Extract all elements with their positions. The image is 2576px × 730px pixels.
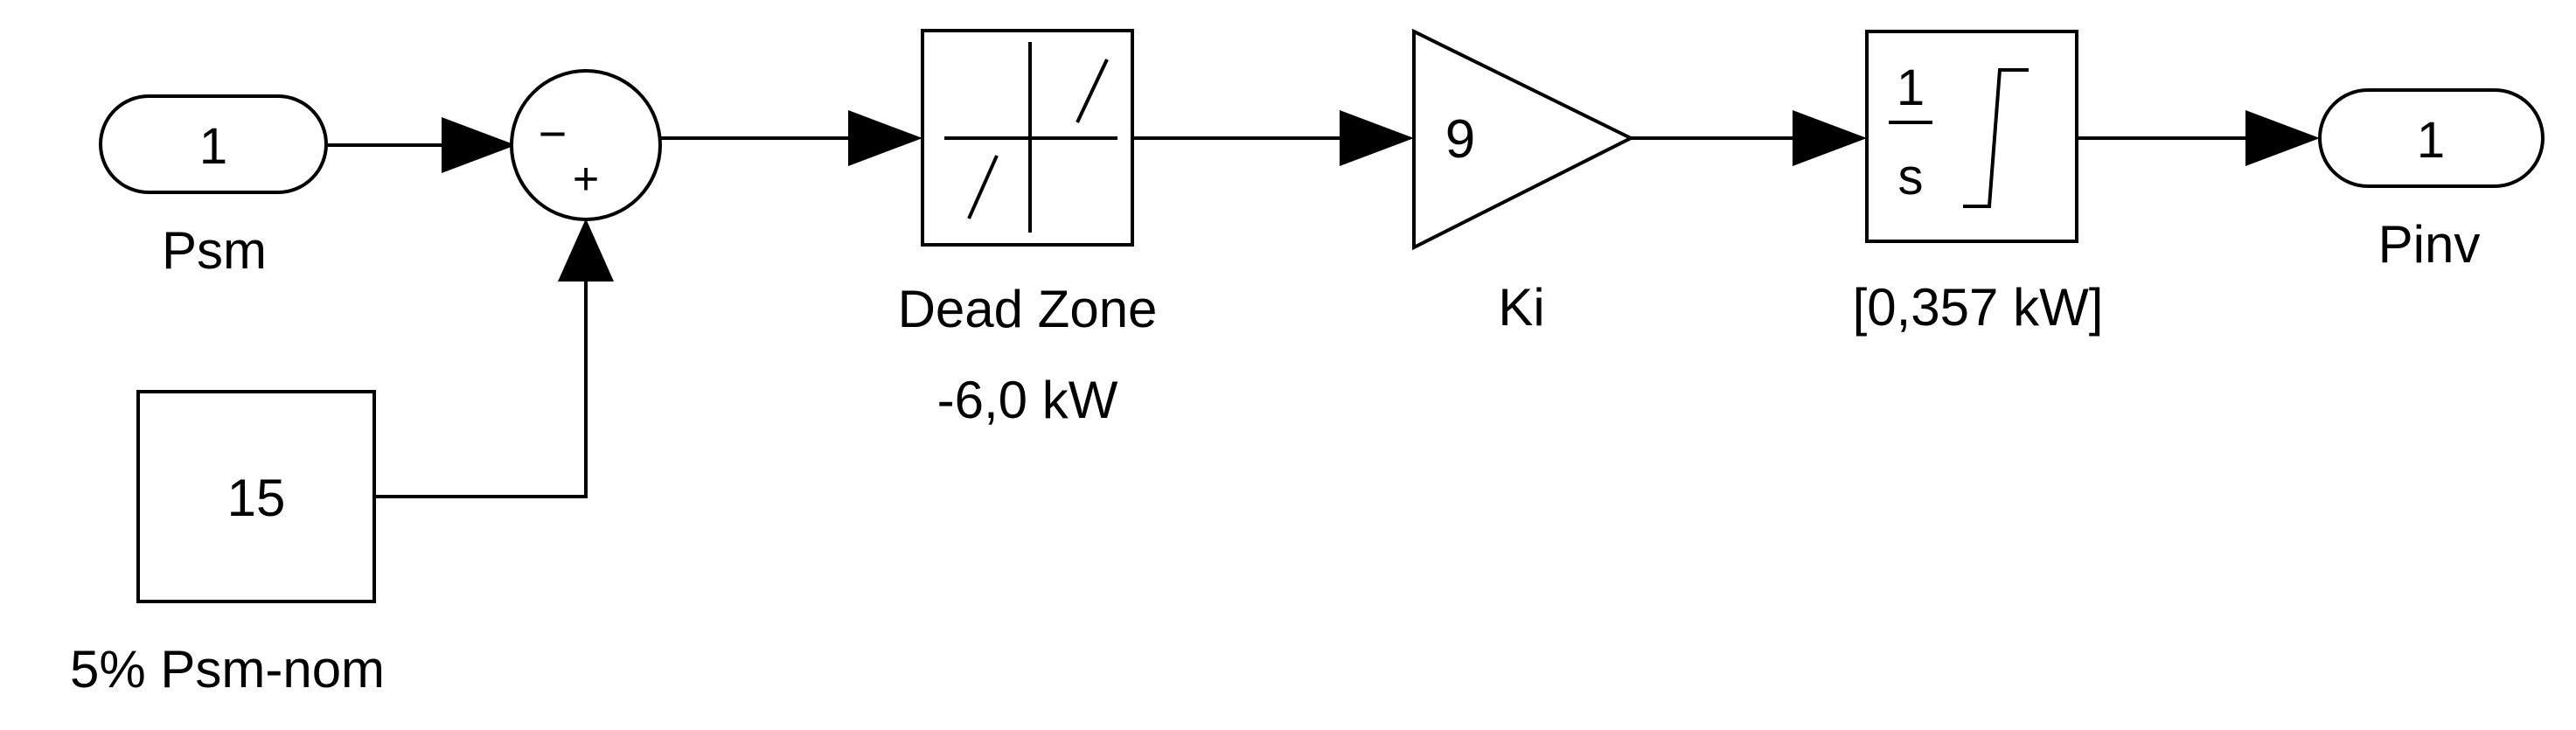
dead-zone-label-line2: -6,0 kW bbox=[937, 371, 1118, 429]
wire-constant-to-sum bbox=[374, 278, 588, 498]
outport-number: 1 bbox=[2417, 112, 2445, 169]
inport-label: Psm bbox=[162, 221, 267, 280]
constant-value: 15 bbox=[227, 469, 286, 527]
integrator-numerator: 1 bbox=[1897, 59, 1925, 116]
inport-block[interactable]: 1 bbox=[99, 94, 328, 194]
arrow-into-sum-left bbox=[442, 117, 516, 173]
arrow-into-outport bbox=[2245, 110, 2320, 166]
inport-number: 1 bbox=[199, 118, 227, 175]
sum-minus-sign: − bbox=[539, 106, 567, 161]
gain-label: Ki bbox=[1498, 278, 1544, 337]
signal-lines bbox=[325, 136, 2252, 498]
integrator-denominator: s bbox=[1898, 149, 1924, 205]
outport-block[interactable]: 1 bbox=[2318, 88, 2545, 188]
arrow-into-gain bbox=[1340, 110, 1414, 166]
dead-zone-label-line1: Dead Zone bbox=[898, 280, 1158, 338]
dead-zone-block[interactable] bbox=[921, 29, 1134, 247]
sum-plus-sign: + bbox=[573, 154, 599, 205]
gain-block[interactable]: 9 bbox=[1412, 28, 1635, 251]
gain-value: 9 bbox=[1445, 109, 1475, 170]
constant-label: 5% Psm-nom bbox=[70, 640, 385, 699]
dead-zone-icon bbox=[944, 42, 1117, 233]
arrow-into-integrator bbox=[1793, 110, 1867, 166]
integrator-label: [0,357 kW] bbox=[1853, 278, 2104, 337]
arrowheads bbox=[442, 110, 2320, 282]
constant-block[interactable]: 15 bbox=[136, 390, 376, 603]
arrow-into-sum-bottom bbox=[558, 219, 614, 282]
sum-block[interactable]: − + bbox=[510, 69, 662, 221]
arrow-into-deadzone bbox=[848, 110, 922, 166]
saturation-icon bbox=[1963, 68, 2029, 208]
outport-label: Pinv bbox=[2378, 215, 2481, 274]
integrator-block[interactable]: 1 s bbox=[1865, 30, 2078, 243]
